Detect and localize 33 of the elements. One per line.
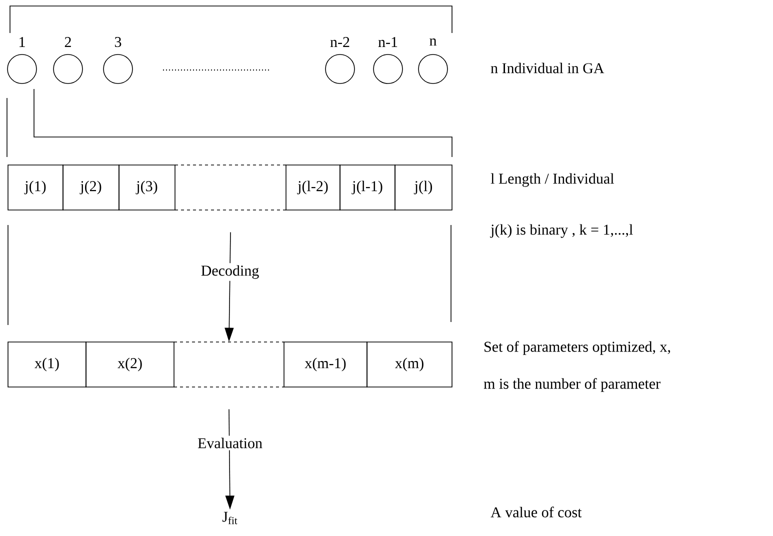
number: n-2 [330,37,350,47]
cell: x(m) [366,342,452,388]
cell: j(l-1) [340,164,396,210]
cell: j(2) [62,164,120,210]
cell: x(1) [8,342,86,388]
circle [418,54,448,84]
note: n Individual in GA [490,62,604,74]
note: j(k) is binary , k = 1,...,l [490,224,633,238]
note: Set of parameters optimized, x, [484,341,670,355]
cell: x(2) [86,342,174,388]
number: 1 [20,37,25,47]
edge-label: Decoding [198,263,262,281]
cell: j(1) [8,164,64,210]
cell: j(l) [394,164,452,210]
dashed-gap [174,164,286,210]
circle [325,54,355,84]
note: A value of cost [490,506,582,518]
dashed-gap [174,342,284,388]
circle [373,54,403,84]
circle [53,54,83,84]
number: 2 [64,37,71,47]
note: l Length / Individual [490,173,614,187]
cell: x(m-1) [284,342,368,388]
edge-label: Evaluation [196,436,264,450]
number: n-1 [378,37,398,47]
cell: j(3) [118,164,176,210]
number: 3 [114,36,122,48]
circle [103,54,133,84]
number: n [430,38,437,46]
result-text: J$_{fit}$ [222,512,238,524]
cell: j(l-2) [286,164,340,210]
note: m is the number of parameter [484,378,660,392]
circle [7,54,37,84]
